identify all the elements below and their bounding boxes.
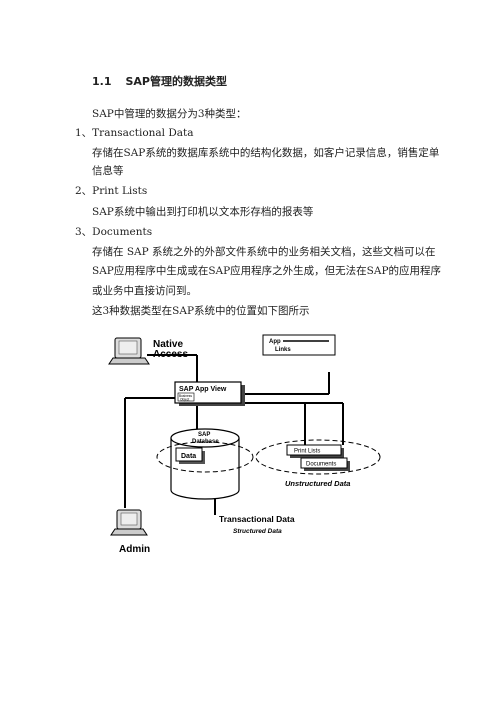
admin-computer-icon xyxy=(110,509,148,536)
data-label: Data xyxy=(181,453,196,460)
structured-data-region xyxy=(156,441,254,473)
object-label: Object xyxy=(180,398,189,402)
item-2-desc-line1: SAP系统中输出到打印机以文本形存档的报表等 xyxy=(92,206,314,218)
sap-data-types-diagram: Native Access App Links SAP App View Bus… xyxy=(108,334,381,555)
intro-text: SAP中管理的数据分为3种类型： xyxy=(92,108,247,120)
sap-database-cylinder: SAP Database Data xyxy=(170,428,240,500)
transactional-data-label: Transactional Data xyxy=(219,514,295,524)
app-links-legend: App Links xyxy=(262,334,336,356)
print-lists-box: Print Lists xyxy=(286,444,344,458)
links-label: Links xyxy=(275,347,291,353)
access-label: Access xyxy=(153,349,188,360)
database-label: Database xyxy=(192,439,219,445)
section-title: SAP管理的数据类型 xyxy=(125,75,228,88)
item-1-desc-line1: 存储在SAP系统的数据库系统中的结构化数据，如客户记录信息，销售定单 xyxy=(92,147,440,159)
item-3-desc-line1: 存储在 SAP 系统之外的外部文件系统中的业务相关文档，这些文档可以在 xyxy=(92,246,436,258)
item-3-desc-line2: SAP应用程序中生成或在SAP应用程序之外生成，但无法在SAP的应用程序 xyxy=(92,265,442,277)
unstructured-data-label: Unstructured Data xyxy=(285,479,350,488)
section-heading: 1.1 SAP管理的数据类型 xyxy=(92,75,227,89)
section-number: 1.1 xyxy=(92,75,112,88)
app-label: App xyxy=(269,339,281,345)
sap-app-view-label: SAP App View xyxy=(179,386,227,393)
sap-app-view-box: SAP App View Business Object xyxy=(174,381,245,406)
item-3-label: 3、Documents xyxy=(75,226,153,238)
documents-box: Documents xyxy=(300,457,350,471)
item-2-label: 2、Print Lists xyxy=(75,185,148,197)
native-access-computer-icon xyxy=(108,337,150,365)
admin-label: Admin xyxy=(119,544,150,555)
native-label: Native xyxy=(153,339,183,350)
business-label: Business xyxy=(179,394,192,398)
documents-label: Documents xyxy=(306,462,336,468)
item-3-desc-line3: 或业务中直接访问到。 xyxy=(92,285,197,297)
item-1-label: 1、Transactional Data xyxy=(75,127,194,139)
print-lists-label: Print Lists xyxy=(294,449,320,455)
sap-db-label: SAP xyxy=(198,432,210,438)
business-object-box xyxy=(177,392,195,402)
closing-text: 这3种数据类型在SAP系统中的位置如下图所示 xyxy=(92,305,310,317)
item-1-desc-line2: 信息等 xyxy=(92,165,124,177)
structured-data-label: Structured Data xyxy=(233,528,282,535)
unstructured-data-region xyxy=(255,439,381,475)
